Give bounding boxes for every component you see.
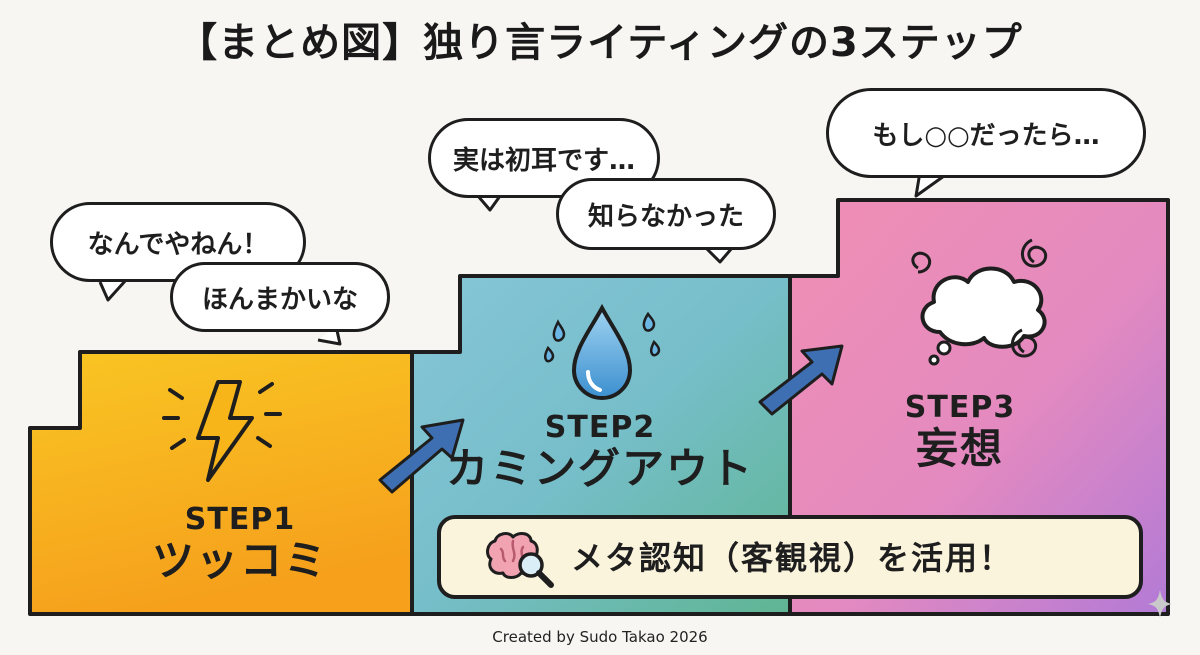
step2-label: STEP2 カミングアウト bbox=[440, 410, 760, 493]
sparkle-icon bbox=[1148, 590, 1172, 618]
step1-label: STEP1 ツッコミ bbox=[110, 502, 370, 585]
water-drop-icon bbox=[543, 303, 661, 401]
meta-cognition-banner: メタ認知（客観視）を活用！ bbox=[437, 515, 1143, 599]
bubble-text: 知らなかった bbox=[587, 201, 744, 232]
bubble-text: もし○○だったら… bbox=[872, 120, 1100, 151]
brain-magnifier-icon bbox=[486, 532, 554, 588]
banner-text: メタ認知（客観視）を活用！ bbox=[571, 539, 1014, 577]
arrow-icon bbox=[378, 418, 465, 494]
step-name: ツッコミ bbox=[151, 536, 328, 585]
thought-cloud-icon bbox=[911, 238, 1048, 366]
bubble-text: なんでやねん！ bbox=[87, 229, 269, 260]
lightning-icon bbox=[162, 380, 282, 482]
step-name: カミングアウト bbox=[445, 444, 754, 493]
bubble-text: ほんまかいな bbox=[201, 284, 358, 315]
bubble-text: 実は初耳です… bbox=[452, 145, 635, 176]
step3-block bbox=[788, 198, 1170, 616]
speech-bubble: なんでやねん！ bbox=[50, 202, 306, 282]
step-number: STEP1 bbox=[184, 502, 296, 537]
page-title: 【まとめ図】独り言ライティングの3ステップ bbox=[177, 20, 1023, 66]
credit-text: Created by Sudo Takao 2026 bbox=[492, 628, 708, 646]
speech-bubble: ほんまかいな bbox=[170, 262, 390, 332]
arrow-icon bbox=[758, 344, 844, 416]
step-number: STEP2 bbox=[544, 410, 656, 445]
step3-label: STEP3 妄想 bbox=[860, 390, 1060, 473]
step-name: 妄想 bbox=[915, 424, 1004, 473]
speech-bubble: 知らなかった bbox=[556, 178, 776, 250]
step-number: STEP3 bbox=[904, 390, 1016, 425]
speech-bubble: もし○○だったら… bbox=[826, 88, 1146, 178]
